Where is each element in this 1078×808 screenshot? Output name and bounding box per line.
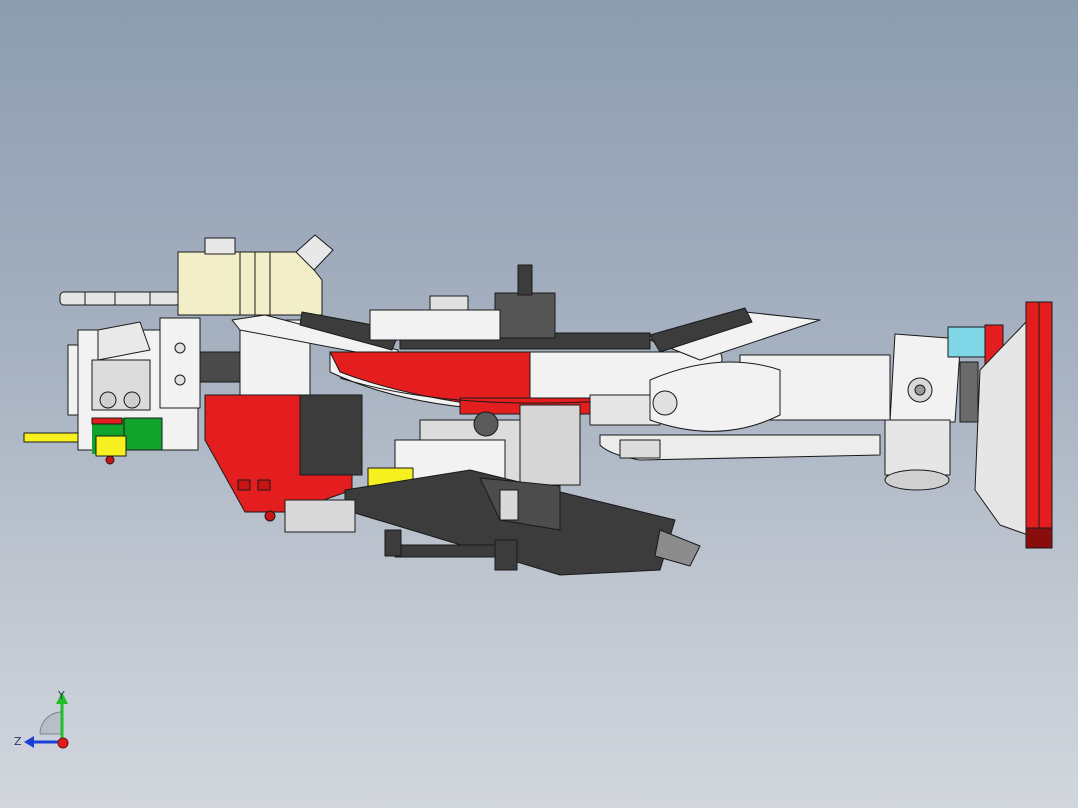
tan-battery-box xyxy=(177,234,334,316)
red-end-plate xyxy=(959,301,1053,549)
right-white-plate xyxy=(649,307,821,361)
y-arrowhead-icon xyxy=(56,692,68,704)
z-arrowhead-icon xyxy=(24,736,34,748)
right-white-arm xyxy=(589,354,891,461)
lego-assembly-model[interactable] xyxy=(23,234,1053,576)
coordinate-triad: Y Z xyxy=(14,689,69,749)
left-gearbox xyxy=(67,317,201,465)
red-body-left xyxy=(204,394,363,522)
gray-pin-left xyxy=(59,291,181,306)
x-axis-dot xyxy=(57,737,69,749)
y-axis-label: Y xyxy=(57,689,65,702)
z-axis-label: Z xyxy=(14,735,22,748)
central-dark-plate xyxy=(369,264,651,350)
right-hub-block xyxy=(884,324,1004,491)
dark-linear-actuator xyxy=(284,469,701,576)
triad-arc-icon xyxy=(39,711,63,735)
